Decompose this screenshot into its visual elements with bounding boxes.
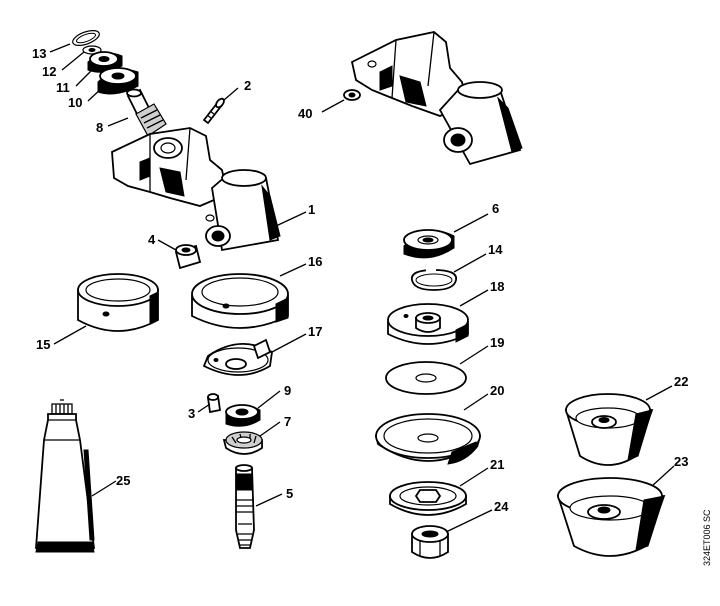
leader-lines	[49, 43, 675, 533]
label-6: 6	[492, 201, 499, 216]
part-1-gear-housing	[111, 127, 281, 252]
label-5: 5	[286, 486, 293, 501]
part-20-large-disc	[374, 413, 482, 465]
part-19-washer-disc	[385, 361, 467, 395]
part-15-ring	[77, 273, 159, 332]
label-19: 19	[490, 335, 504, 350]
part-13-circlip	[72, 30, 100, 46]
part-25-grease-tube	[35, 399, 96, 553]
label-3: 3	[188, 406, 195, 421]
part-21-thrust-washer	[389, 481, 467, 516]
part-22-cup	[564, 393, 654, 466]
label-24: 24	[494, 499, 509, 514]
part-17-plate	[202, 338, 273, 376]
label-25: 25	[116, 473, 130, 488]
part-9-bearing	[225, 404, 261, 427]
part-23-large-cup	[556, 477, 666, 557]
part-7-bevel-gear	[222, 431, 263, 455]
label-12: 12	[42, 64, 56, 79]
label-10: 10	[68, 95, 82, 110]
label-2: 2	[244, 78, 251, 93]
label-14: 14	[488, 242, 503, 257]
part-14-circlip	[411, 266, 457, 291]
part-4-plug-screw	[174, 244, 202, 270]
part-18-thrust-plate	[387, 303, 469, 345]
label-15: 15	[36, 337, 50, 352]
label-9: 9	[284, 383, 291, 398]
label-40: 40	[298, 106, 312, 121]
label-22: 22	[674, 374, 688, 389]
part-12-washer	[82, 45, 102, 55]
label-4: 4	[148, 232, 156, 247]
label-21: 21	[490, 457, 504, 472]
label-16: 16	[308, 254, 322, 269]
label-13: 13	[32, 46, 46, 61]
part-number-labels: 13 12 11 10 8 2 40 1 4 16 15 17 9 3 7 5 …	[32, 46, 688, 514]
part-5-output-shaft	[235, 464, 255, 549]
part-8-pinion-shaft	[126, 88, 167, 137]
part-2-screw	[202, 97, 225, 125]
label-1: 1	[308, 202, 315, 217]
part-24-nut	[411, 525, 449, 559]
label-17: 17	[308, 324, 322, 339]
part-6-bearing	[403, 229, 455, 259]
gear-housing-assembled	[350, 31, 523, 166]
label-11: 11	[56, 80, 70, 95]
label-7: 7	[284, 414, 291, 429]
drawing-code: 324ET006 SC	[702, 509, 712, 566]
label-23: 23	[674, 454, 688, 469]
label-18: 18	[490, 279, 504, 294]
part-40-washer	[343, 89, 361, 101]
part-10-bearing	[97, 67, 139, 95]
label-8: 8	[96, 120, 103, 135]
part-16-ring	[191, 273, 289, 329]
label-20: 20	[490, 383, 504, 398]
part-3-screw	[206, 393, 222, 414]
